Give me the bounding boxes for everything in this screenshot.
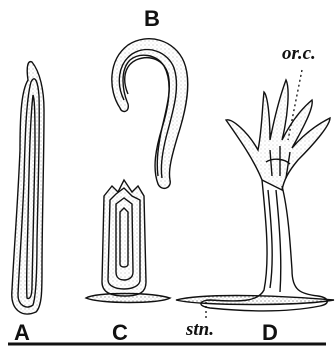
label-orc: or.c. <box>282 44 316 63</box>
specimen-b <box>112 39 188 189</box>
label-stn: stn. <box>186 320 214 339</box>
label-a: A <box>14 322 30 344</box>
label-d: D <box>262 322 278 344</box>
specimen-a <box>12 62 44 314</box>
specimen-c <box>86 180 170 303</box>
specimen-d <box>176 80 334 311</box>
label-c: C <box>112 322 128 344</box>
label-b: B <box>144 8 160 30</box>
